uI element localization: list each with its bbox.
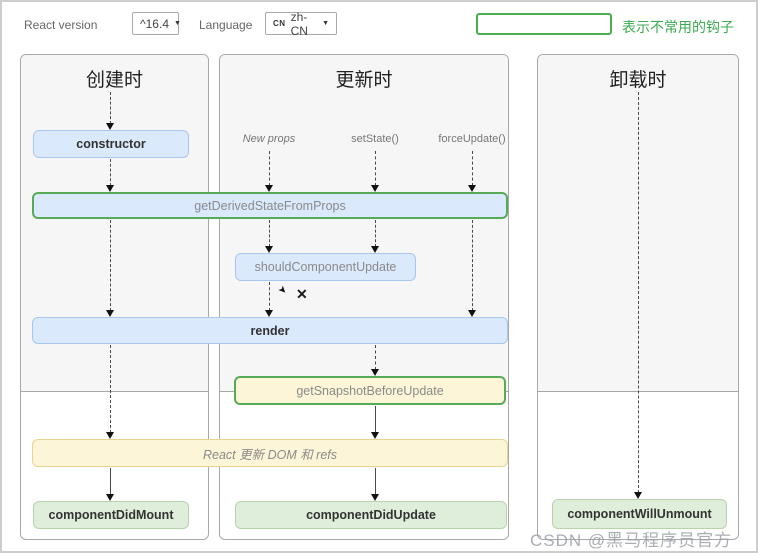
lifecycle-box-componentdidupdate[interactable]: componentDidUpdate — [235, 501, 507, 529]
language-value: zh-CN — [290, 9, 308, 38]
trigger-setstate: setState() — [351, 133, 399, 145]
flow-arrowhead-icon — [265, 310, 273, 317]
flow-arrowhead-icon — [371, 246, 379, 253]
flow-arrow-line — [638, 92, 639, 493]
flow-arrowhead-icon — [371, 494, 379, 501]
flow-arrowhead-icon — [106, 310, 114, 317]
panel-updating: 更新时 — [219, 54, 509, 540]
csdn-watermark: CSDN @黑马程序员官方 — [530, 531, 733, 550]
flow-arrow-line — [110, 345, 111, 433]
language-select[interactable]: CN zh-CN ▼ — [265, 9, 337, 38]
lifecycle-box-constructor[interactable]: constructor — [33, 130, 189, 158]
react-version-label: React version — [24, 18, 98, 32]
legend-uncommon-label: 表示不常用的钩子 — [622, 19, 734, 35]
flow-arrowhead-icon — [468, 185, 476, 192]
flow-arrowhead-icon — [371, 369, 379, 376]
flow-arrow-line — [110, 220, 111, 311]
flow-arrow-line — [110, 159, 111, 186]
flow-arrow-line — [375, 151, 376, 186]
flow-arrowhead-icon — [106, 432, 114, 439]
lifecycle-box-componentwillunmount[interactable]: componentWillUnmount — [552, 499, 727, 529]
chevron-down-icon: ▼ — [322, 20, 329, 27]
flow-arrow-line — [472, 151, 473, 186]
legend-uncommon-swatch — [476, 13, 612, 35]
column-title-unmounting: 卸载时 — [609, 70, 667, 91]
lifecycle-box-render[interactable]: render — [32, 317, 508, 344]
flow-arrowhead-icon — [371, 185, 379, 192]
lifecycle-box-componentdidmount[interactable]: componentDidMount — [33, 501, 189, 529]
trigger-new-props: New props — [242, 133, 296, 145]
flow-arrow-line — [269, 220, 270, 247]
flow-arrowhead-icon — [371, 432, 379, 439]
lifecycle-box-shouldcomponentupdate[interactable]: shouldComponentUpdate — [235, 253, 416, 281]
flow-arrowhead-icon — [106, 185, 114, 192]
flow-arrowhead-icon — [265, 185, 273, 192]
column-title-updating: 更新时 — [335, 70, 393, 91]
react-version-select[interactable]: ^16.4 ▼ — [132, 12, 181, 35]
flow-arrow-line — [472, 220, 473, 311]
flow-arrow-line — [269, 282, 270, 311]
flow-arrow-line — [375, 345, 376, 370]
react-version-value: ^16.4 — [140, 16, 169, 31]
language-flag-badge: CN — [273, 19, 286, 28]
chevron-down-icon: ▼ — [174, 20, 181, 27]
flow-arrowhead-icon — [265, 246, 273, 253]
cancel-update-icon: ✕ — [296, 286, 308, 302]
flow-arrow-line — [375, 468, 376, 495]
language-label: Language — [199, 18, 253, 32]
flow-arrow-line — [269, 151, 270, 186]
flow-arrow-line — [110, 92, 111, 124]
lifecycle-box-getsnapshotbeforeupdate[interactable]: getSnapshotBeforeUpdate — [234, 376, 506, 405]
trigger-forceupdate: forceUpdate() — [438, 133, 506, 145]
flow-arrow-line — [375, 406, 376, 433]
flow-arrowhead-icon — [106, 123, 114, 130]
flow-arrow-line — [375, 220, 376, 247]
react-updates-dom-box: React 更新 DOM 和 refs — [32, 439, 508, 467]
column-title-mounting: 创建时 — [85, 70, 143, 91]
panel-mounting: 创建时 — [20, 54, 209, 540]
flow-arrowhead-icon — [634, 492, 642, 499]
lifecycle-box-getderivedstatefromprops[interactable]: getDerivedStateFromProps — [32, 192, 508, 219]
flow-arrowhead-icon — [106, 494, 114, 501]
flow-arrowhead-icon — [468, 310, 476, 317]
flow-arrow-line — [110, 468, 111, 495]
